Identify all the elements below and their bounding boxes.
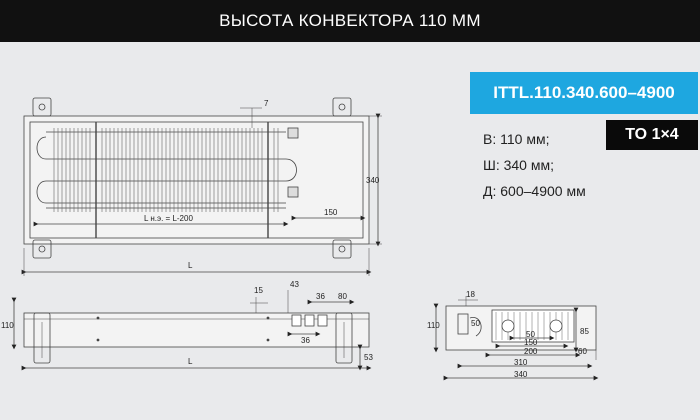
bracket-bl xyxy=(32,239,52,259)
sect-dim-50-label: 50 xyxy=(526,330,535,339)
side-dim-53-label: 53 xyxy=(364,353,373,362)
sect-dim-340-label: 340 xyxy=(514,370,528,379)
dim-7-label: 7 xyxy=(264,99,269,108)
type-badge: ТО 1×4 xyxy=(606,120,698,150)
section-view-labels: 18 110 50 85 50 150 200 60 310 340 xyxy=(427,290,589,379)
spec-length: Д: 600–4900 мм xyxy=(483,183,586,199)
port-1 xyxy=(291,314,302,327)
sect-dim-200-label: 200 xyxy=(524,347,538,356)
side-leg-left xyxy=(33,312,51,364)
type-label: ТО 1×4 xyxy=(625,126,679,143)
sect-dim-60-label: 60 xyxy=(578,347,587,356)
bracket-hole xyxy=(338,245,346,253)
side-body xyxy=(23,312,370,348)
top-view xyxy=(21,97,382,276)
sect-dim-85-label: 85 xyxy=(580,327,589,336)
sect-dim-310-label: 310 xyxy=(514,358,528,367)
side-dim-15-label: 15 xyxy=(254,286,263,295)
side-dim-43-label: 43 xyxy=(290,280,299,289)
spec-height: В: 110 мм; xyxy=(483,131,550,147)
spec-list: В: 110 мм; Ш: 340 мм; Д: 600–4900 мм xyxy=(483,126,586,204)
valve-bottom xyxy=(287,186,299,198)
pipe-section xyxy=(501,319,515,333)
pipe-loop xyxy=(36,136,297,204)
sect-dim-18-label: 18 xyxy=(466,290,475,299)
bracket-section xyxy=(457,313,469,335)
side-dim-110-label: 110 xyxy=(1,321,14,330)
dim-340-label: 340 xyxy=(366,176,380,185)
side-leg-right xyxy=(335,312,353,364)
section-view xyxy=(433,296,599,381)
header-bar: ВЫСОТА КОНВЕКТОРА 110 ММ xyxy=(0,0,700,42)
valve-top xyxy=(287,127,299,139)
bracket-tr xyxy=(332,97,352,117)
dim-150-label: 150 xyxy=(324,208,338,217)
sect-dim-150-label: 150 xyxy=(524,338,538,347)
bracket-hole xyxy=(38,103,46,111)
pipe-section xyxy=(549,319,563,333)
port-3 xyxy=(317,314,328,327)
top-frame xyxy=(23,115,370,245)
fins xyxy=(53,128,279,212)
side-view-labels: 15 43 36 80 36 110 53 L xyxy=(1,280,373,366)
sect-dim-50-left-label: 50 xyxy=(471,319,480,328)
heat-length-label: L н.э. = L-200 xyxy=(144,214,193,223)
sect-dim-110-label: 110 xyxy=(427,321,440,330)
top-inner-frame xyxy=(29,121,364,239)
port-2 xyxy=(304,314,315,327)
side-dim-36b-label: 36 xyxy=(301,336,310,345)
bracket-hole xyxy=(338,103,346,111)
flex-hose xyxy=(469,316,482,337)
side-dim-36a-label: 36 xyxy=(316,292,325,301)
dim-L-label: L xyxy=(188,261,193,270)
model-code-badge: ITTL.110.340.600–4900 xyxy=(470,72,698,114)
bracket-br xyxy=(332,239,352,259)
top-view-labels: 7 340 150 L н.э. = L-200 L xyxy=(144,99,380,270)
model-code: ITTL.110.340.600–4900 xyxy=(493,83,675,102)
spec-width: Ш: 340 мм; xyxy=(483,157,554,173)
bracket-tl xyxy=(32,97,52,117)
side-view xyxy=(11,290,372,371)
side-dim-L-label: L xyxy=(188,357,193,366)
page-title: ВЫСОТА КОНВЕКТОРА 110 ММ xyxy=(219,11,481,30)
bracket-hole xyxy=(38,245,46,253)
side-dim-80-label: 80 xyxy=(338,292,347,301)
